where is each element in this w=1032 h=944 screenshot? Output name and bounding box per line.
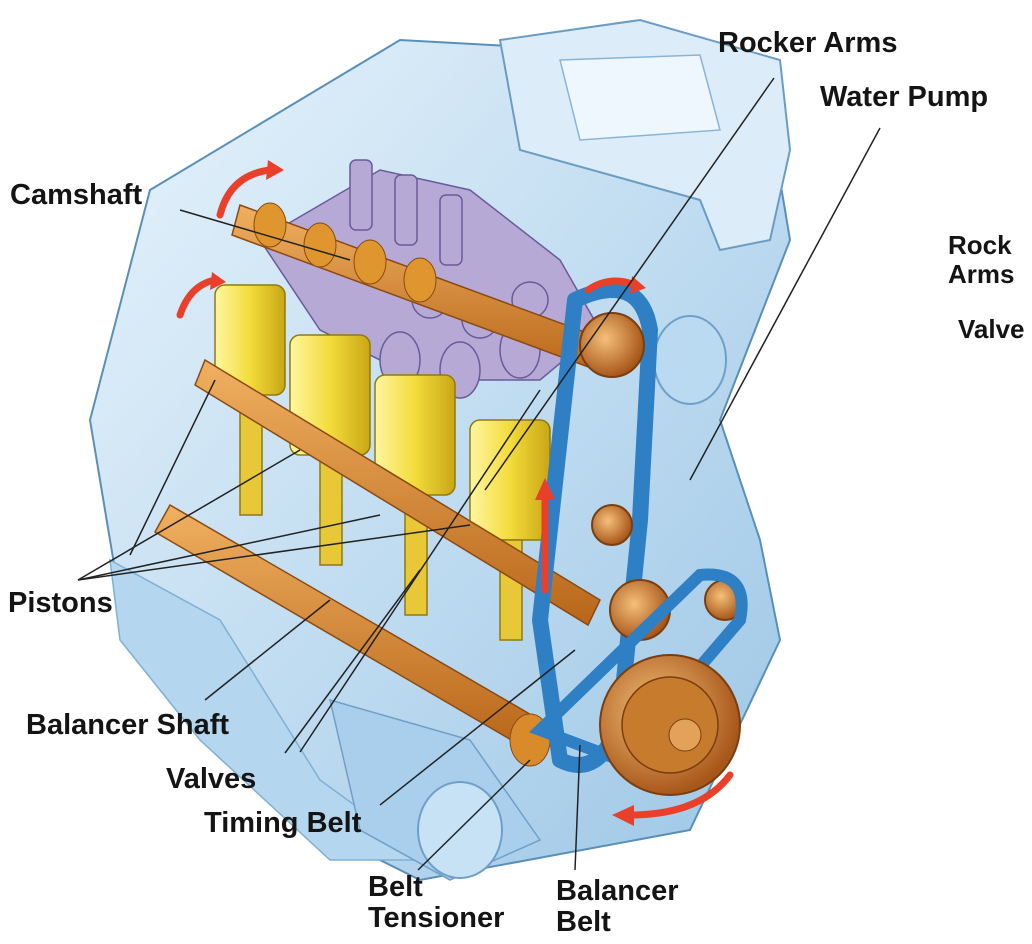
label-valves-right: Valve	[958, 316, 1025, 342]
label-valves: Valves	[166, 764, 256, 794]
label-belt-tensioner-line2: Tensioner	[368, 903, 504, 934]
label-rocker-arms-right-line2: Arms	[948, 261, 1014, 287]
label-balancer-shaft: Balancer Shaft	[26, 710, 229, 740]
label-timing-belt: Timing Belt	[204, 808, 361, 838]
label-camshaft: Camshaft	[10, 180, 142, 210]
label-pistons: Pistons	[8, 588, 113, 618]
label-balancer-belt-line2: Belt	[556, 907, 611, 938]
label-belt-tensioner-line1: Belt	[368, 872, 423, 903]
label-balancer-belt-line1: Balancer	[556, 876, 679, 907]
label-water-pump: Water Pump	[820, 82, 988, 112]
label-rocker-arms-right-line1: Rock	[948, 232, 1012, 258]
label-rocker-arms: Rocker Arms	[718, 28, 897, 58]
